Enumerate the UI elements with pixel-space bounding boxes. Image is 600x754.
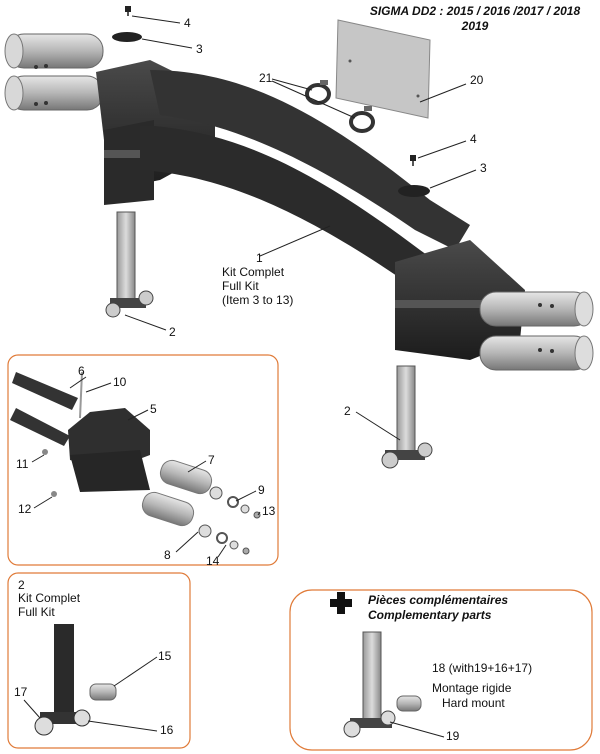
callout-9: 9 [258,483,265,497]
right-tube-pair [479,291,594,371]
leader-4-mid [417,140,467,159]
kit-box-number: 2 [18,578,25,592]
leader-20 [419,83,467,103]
montage-rigide-label: Montage rigide [432,681,512,695]
leader-12 [33,496,53,509]
hard-mount-label: Hard mount [442,696,505,710]
leader-2-right [355,411,401,441]
leader-1 [259,225,331,257]
callout-6: 6 [78,364,85,378]
plate-part-20 [335,19,431,119]
callout-10: 10 [113,375,127,389]
callout-13: 13 [262,504,276,518]
leader-15 [113,656,158,687]
rubber-pad-part-3-mid [398,185,430,197]
item-range-label: (Item 3 to 13) [222,293,293,307]
post-part-2-right [381,365,433,469]
callout-8: 8 [164,548,171,562]
plus-icon [330,592,352,614]
callout-3-top: 3 [196,42,203,56]
complementary-title-fr: Pièces complémentaires [368,593,508,607]
rubber-pad-part-3-top [112,32,142,42]
callout-2-left: 2 [169,325,176,339]
leader-10 [85,382,112,393]
callout-1: 1 [256,251,263,265]
callout-7: 7 [208,453,215,467]
callout-14: 14 [206,554,220,568]
callout-12: 12 [18,502,32,516]
complementary-parts-box [289,589,593,751]
leader-8 [175,531,199,553]
callout-15: 15 [158,649,172,663]
leader-9 [235,490,257,502]
leader-3-mid [429,169,477,189]
callout-16: 16 [160,723,174,737]
diagram-title: SIGMA DD2 : 2015 / 2016 /2017 / 2018 [370,4,581,18]
screw-part-4-top [125,6,131,16]
callout-3-mid: 3 [480,161,487,175]
clamp-part-21 [305,80,375,133]
callout-5: 5 [150,402,157,416]
kit-complet-box [7,572,191,749]
leader-7 [187,460,207,473]
exploded-kit-box [7,354,279,566]
callout-2-right: 2 [344,404,351,418]
main-frame-part-1 [96,60,525,360]
leader-6 [69,376,87,389]
complementary-title-en: Complementary parts [368,608,492,622]
screw-part-4-mid [410,155,416,166]
kit-complet-label: Kit Complet [222,265,285,279]
leader-2-left [124,314,167,331]
leader-21b [271,80,356,119]
diagram-title-year: 2019 [461,19,489,33]
leader-3-top [141,38,193,49]
leader-5 [127,409,149,421]
post-part-2-left [105,211,154,318]
item-18-label: 18 (with19+16+17) [432,661,532,675]
hard-mount-post [343,631,422,738]
callout-20: 20 [470,73,484,87]
callout-11: 11 [16,457,29,471]
leader-16 [87,720,158,732]
leader-4-top [131,15,181,24]
kit-box-line1: Kit Complet [18,591,81,605]
full-kit-label: Full Kit [222,279,259,293]
callout-21: 21 [259,71,273,85]
leader-13 [257,511,261,516]
leader-14 [217,544,227,558]
callout-19: 19 [446,729,460,743]
post-kit-assembly [34,624,117,736]
leader-19 [389,721,445,738]
callout-4-mid: 4 [470,132,477,146]
leader-21a [271,78,313,91]
callout-4-top: 4 [184,16,191,30]
leader-11 [31,454,45,463]
leader-17 [23,699,41,719]
left-tube-pair [4,33,104,111]
callout-17: 17 [14,685,28,699]
kit-box-parts [10,371,261,555]
kit-box-line2: Full Kit [18,605,55,619]
